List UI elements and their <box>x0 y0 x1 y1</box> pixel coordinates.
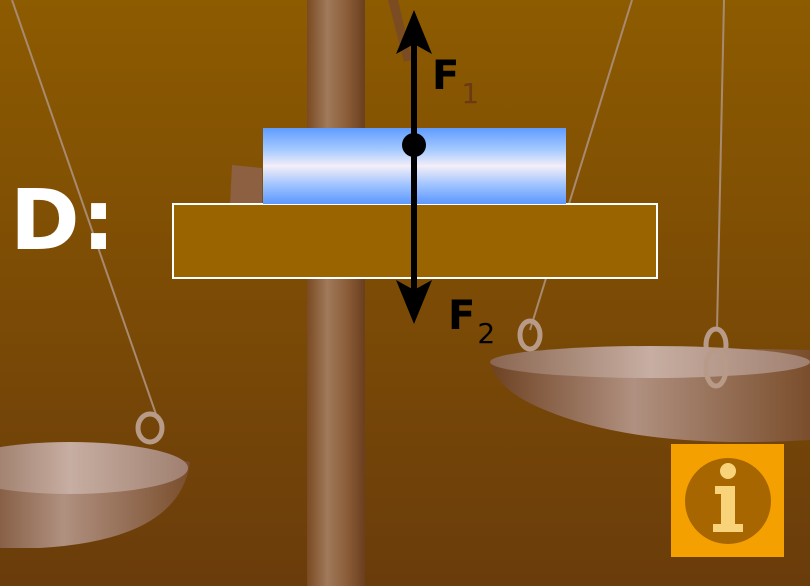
balance-arm <box>230 165 262 205</box>
left-string <box>11 0 159 421</box>
force-f1-symbol: F <box>432 53 460 99</box>
left-pan <box>0 411 190 548</box>
balance-pole <box>307 0 365 586</box>
f2-arrowhead <box>396 280 432 324</box>
option-label: D: <box>10 171 118 269</box>
force-f2-label: F2 <box>448 293 495 348</box>
info-icon <box>685 458 771 544</box>
info-button[interactable] <box>671 444 784 557</box>
force-f1-label: F1 <box>432 53 479 108</box>
f1-arrowhead <box>396 10 432 54</box>
force-f1-subscript: 1 <box>461 77 480 110</box>
center-of-mass-dot <box>402 133 426 157</box>
force-f2-subscript: 2 <box>477 317 496 350</box>
force-f2-symbol: F <box>448 293 476 339</box>
right-string-inner <box>716 0 725 331</box>
right-pan <box>490 318 810 442</box>
